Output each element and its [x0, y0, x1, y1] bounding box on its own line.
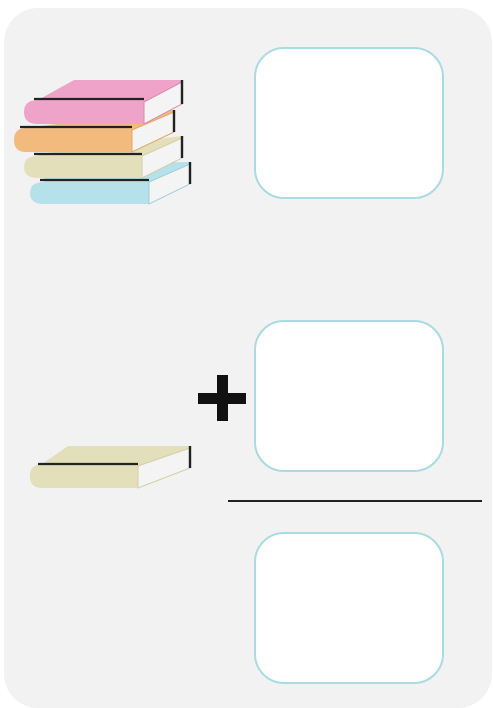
answer-box-top[interactable] [254, 47, 444, 199]
book-stack-icon [14, 78, 196, 208]
answer-box-sum[interactable] [254, 532, 444, 684]
plus-vertical-bar [217, 375, 228, 421]
book-icon [28, 442, 194, 492]
sum-line [228, 500, 482, 502]
answer-box-middle[interactable] [254, 320, 444, 472]
plus-icon [198, 375, 248, 421]
